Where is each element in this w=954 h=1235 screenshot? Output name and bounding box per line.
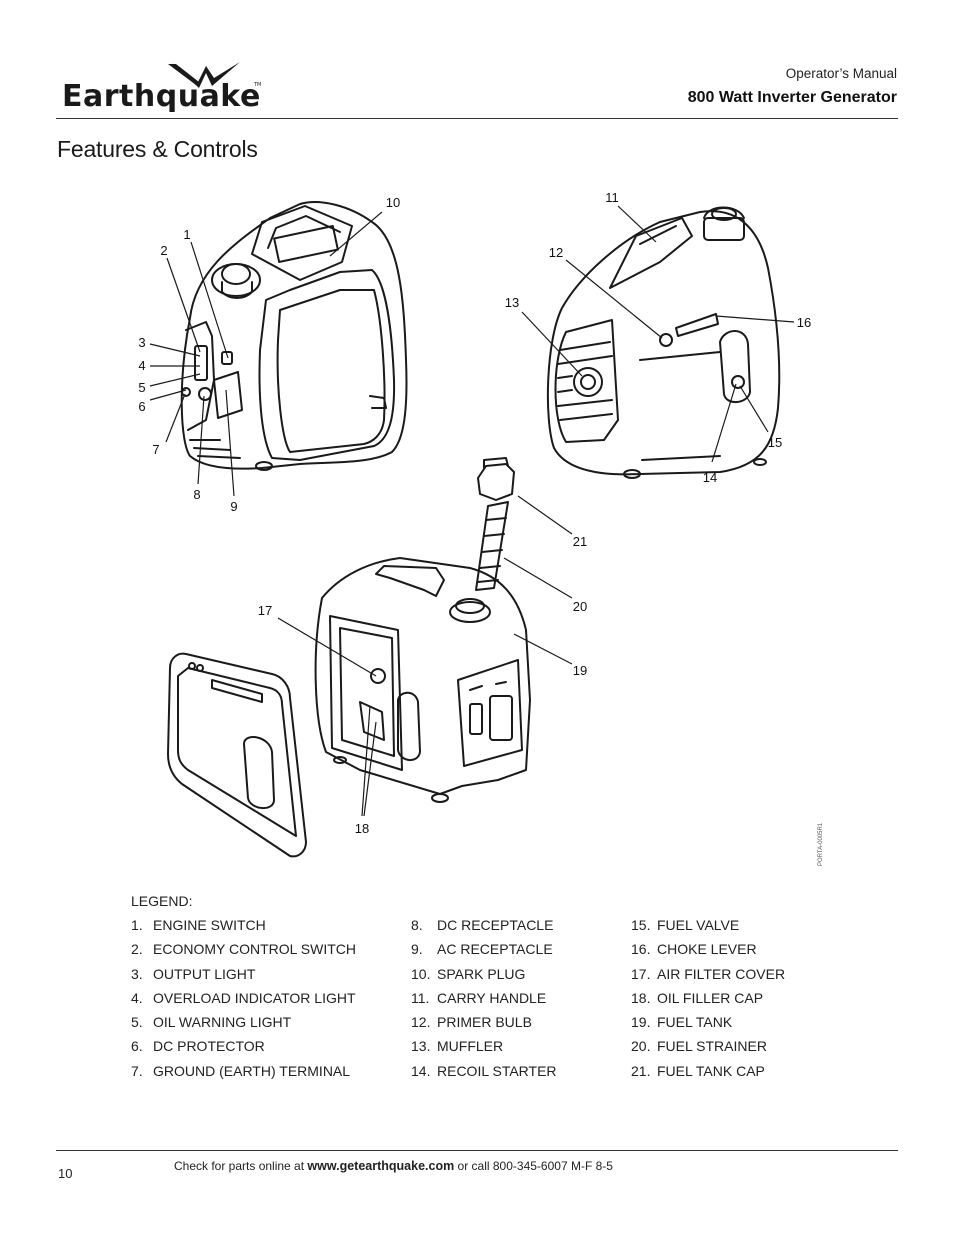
- fuel-tank-cap-and-strainer: [475, 457, 515, 591]
- legend-item: 21.FUEL TANK CAP: [631, 1062, 765, 1079]
- logo-wordmark: Earthquake: [62, 79, 261, 112]
- callout-7: 7: [152, 442, 159, 457]
- product-name: 800 Watt Inverter Generator: [687, 89, 897, 106]
- trademark-mark: TM: [253, 82, 261, 88]
- callout-17: 17: [258, 603, 272, 618]
- leader-15: [739, 385, 769, 433]
- leader-19: [513, 633, 573, 665]
- legend-item: 2.ECONOMY CONTROL SWITCH: [131, 941, 357, 958]
- earthquake-logo: Earthquake TM: [62, 62, 261, 112]
- footer-note: Check for parts online at www.getearthqu…: [174, 1159, 613, 1173]
- legend-item: 16.CHOKE LEVER: [631, 941, 757, 958]
- callout-13: 13: [505, 295, 519, 310]
- callout-19: 19: [573, 663, 587, 678]
- leader-10: [329, 211, 383, 257]
- callout-9: 9: [230, 499, 237, 514]
- callout-12: 12: [549, 245, 563, 260]
- leader-20: [503, 557, 573, 599]
- leader-1: [190, 241, 229, 359]
- legend-item: 14.RECOIL STARTER: [411, 1062, 557, 1079]
- legend-column-3: 15.FUEL VALVE 16.CHOKE LEVER 17.AIR FILT…: [631, 913, 785, 1083]
- callout-2: 2: [160, 243, 167, 258]
- generator-diagram: 1 2 3 4 5 6 7 8 9 10 11 12 13 14 15 16 1…: [138, 190, 824, 866]
- leader-21: [517, 495, 573, 535]
- page-number: 10: [58, 1166, 73, 1181]
- legend-item: 19.FUEL TANK: [631, 1014, 733, 1031]
- leader-11: [617, 205, 657, 243]
- legend-item: 18.OIL FILLER CAP: [631, 989, 764, 1006]
- legend-item: 7.GROUND (EARTH) TERMINAL: [131, 1062, 351, 1079]
- leader-13: [521, 311, 583, 377]
- side-cover-panel: [167, 652, 307, 858]
- leader-3: [149, 343, 201, 357]
- legend-item: 11.CARRY HANDLE: [411, 989, 547, 1006]
- website-link[interactable]: www.getearthquake.com: [307, 1159, 455, 1173]
- callout-4: 4: [138, 358, 145, 373]
- leader-5: [149, 373, 201, 387]
- footer-divider: [56, 1150, 898, 1151]
- callout-8: 8: [193, 487, 200, 502]
- leader-18a: [361, 705, 371, 817]
- legend-column-1: 1.ENGINE SWITCH 2.ECONOMY CONTROL SWITCH…: [131, 913, 356, 1083]
- leader-14: [711, 383, 737, 463]
- legend-item: 5.OIL WARNING LIGHT: [131, 1014, 292, 1031]
- leader-2: [166, 257, 201, 353]
- leader-9: [225, 389, 235, 497]
- legend-item: 10.SPARK PLUG: [411, 965, 526, 982]
- callout-16: 16: [797, 315, 811, 330]
- leader-16: [715, 315, 795, 323]
- callout-6: 6: [138, 399, 145, 414]
- callout-3: 3: [138, 335, 145, 350]
- leader-18b: [363, 721, 377, 817]
- leader-8: [197, 395, 205, 485]
- legend-item: 4.OVERLOAD INDICATOR LIGHT: [131, 989, 356, 1006]
- legend-item: 8.DC RECEPTACLE: [411, 917, 554, 933]
- callout-21: 21: [573, 534, 587, 549]
- legend-item: 6.DC PROTECTOR: [131, 1038, 265, 1055]
- leader-6: [149, 389, 187, 401]
- generator-rear-view: [546, 206, 781, 479]
- leader-12: [565, 259, 663, 339]
- figure-code: PORTA-0005R1: [818, 822, 824, 866]
- legend-item: 3.OUTPUT LIGHT: [131, 965, 256, 982]
- document-type: Operator’s Manual: [785, 66, 897, 81]
- legend-item: 12.PRIMER BULB: [411, 1014, 532, 1031]
- header-divider: [56, 118, 898, 119]
- legend-item: 13.MUFFLER: [411, 1038, 504, 1055]
- callout-14: 14: [703, 470, 717, 485]
- legend-column-2: 8.DC RECEPTACLE 9.AC RECEPTACLE 10.SPARK…: [411, 913, 557, 1083]
- callout-10: 10: [386, 195, 400, 210]
- generator-open-view: [314, 557, 531, 803]
- generator-front-view: [180, 201, 408, 471]
- legend-item: 17.AIR FILTER COVER: [631, 965, 786, 982]
- page-title: Features & Controls: [57, 136, 258, 162]
- leader-7: [165, 393, 186, 443]
- callout-11: 11: [605, 190, 619, 205]
- callout-18: 18: [355, 821, 369, 836]
- legend-title: LEGEND:: [131, 893, 193, 909]
- callout-20: 20: [573, 599, 587, 614]
- legend-item: 9.AC RECEPTACLE: [411, 941, 553, 958]
- leader-17: [277, 617, 377, 677]
- callout-15: 15: [768, 435, 782, 450]
- legend-item: 1.ENGINE SWITCH: [131, 917, 266, 933]
- callout-5: 5: [138, 380, 145, 395]
- legend-item: 15.FUEL VALVE: [631, 917, 740, 933]
- callout-1: 1: [183, 227, 190, 242]
- legend-item: 20.FUEL STRAINER: [631, 1038, 767, 1055]
